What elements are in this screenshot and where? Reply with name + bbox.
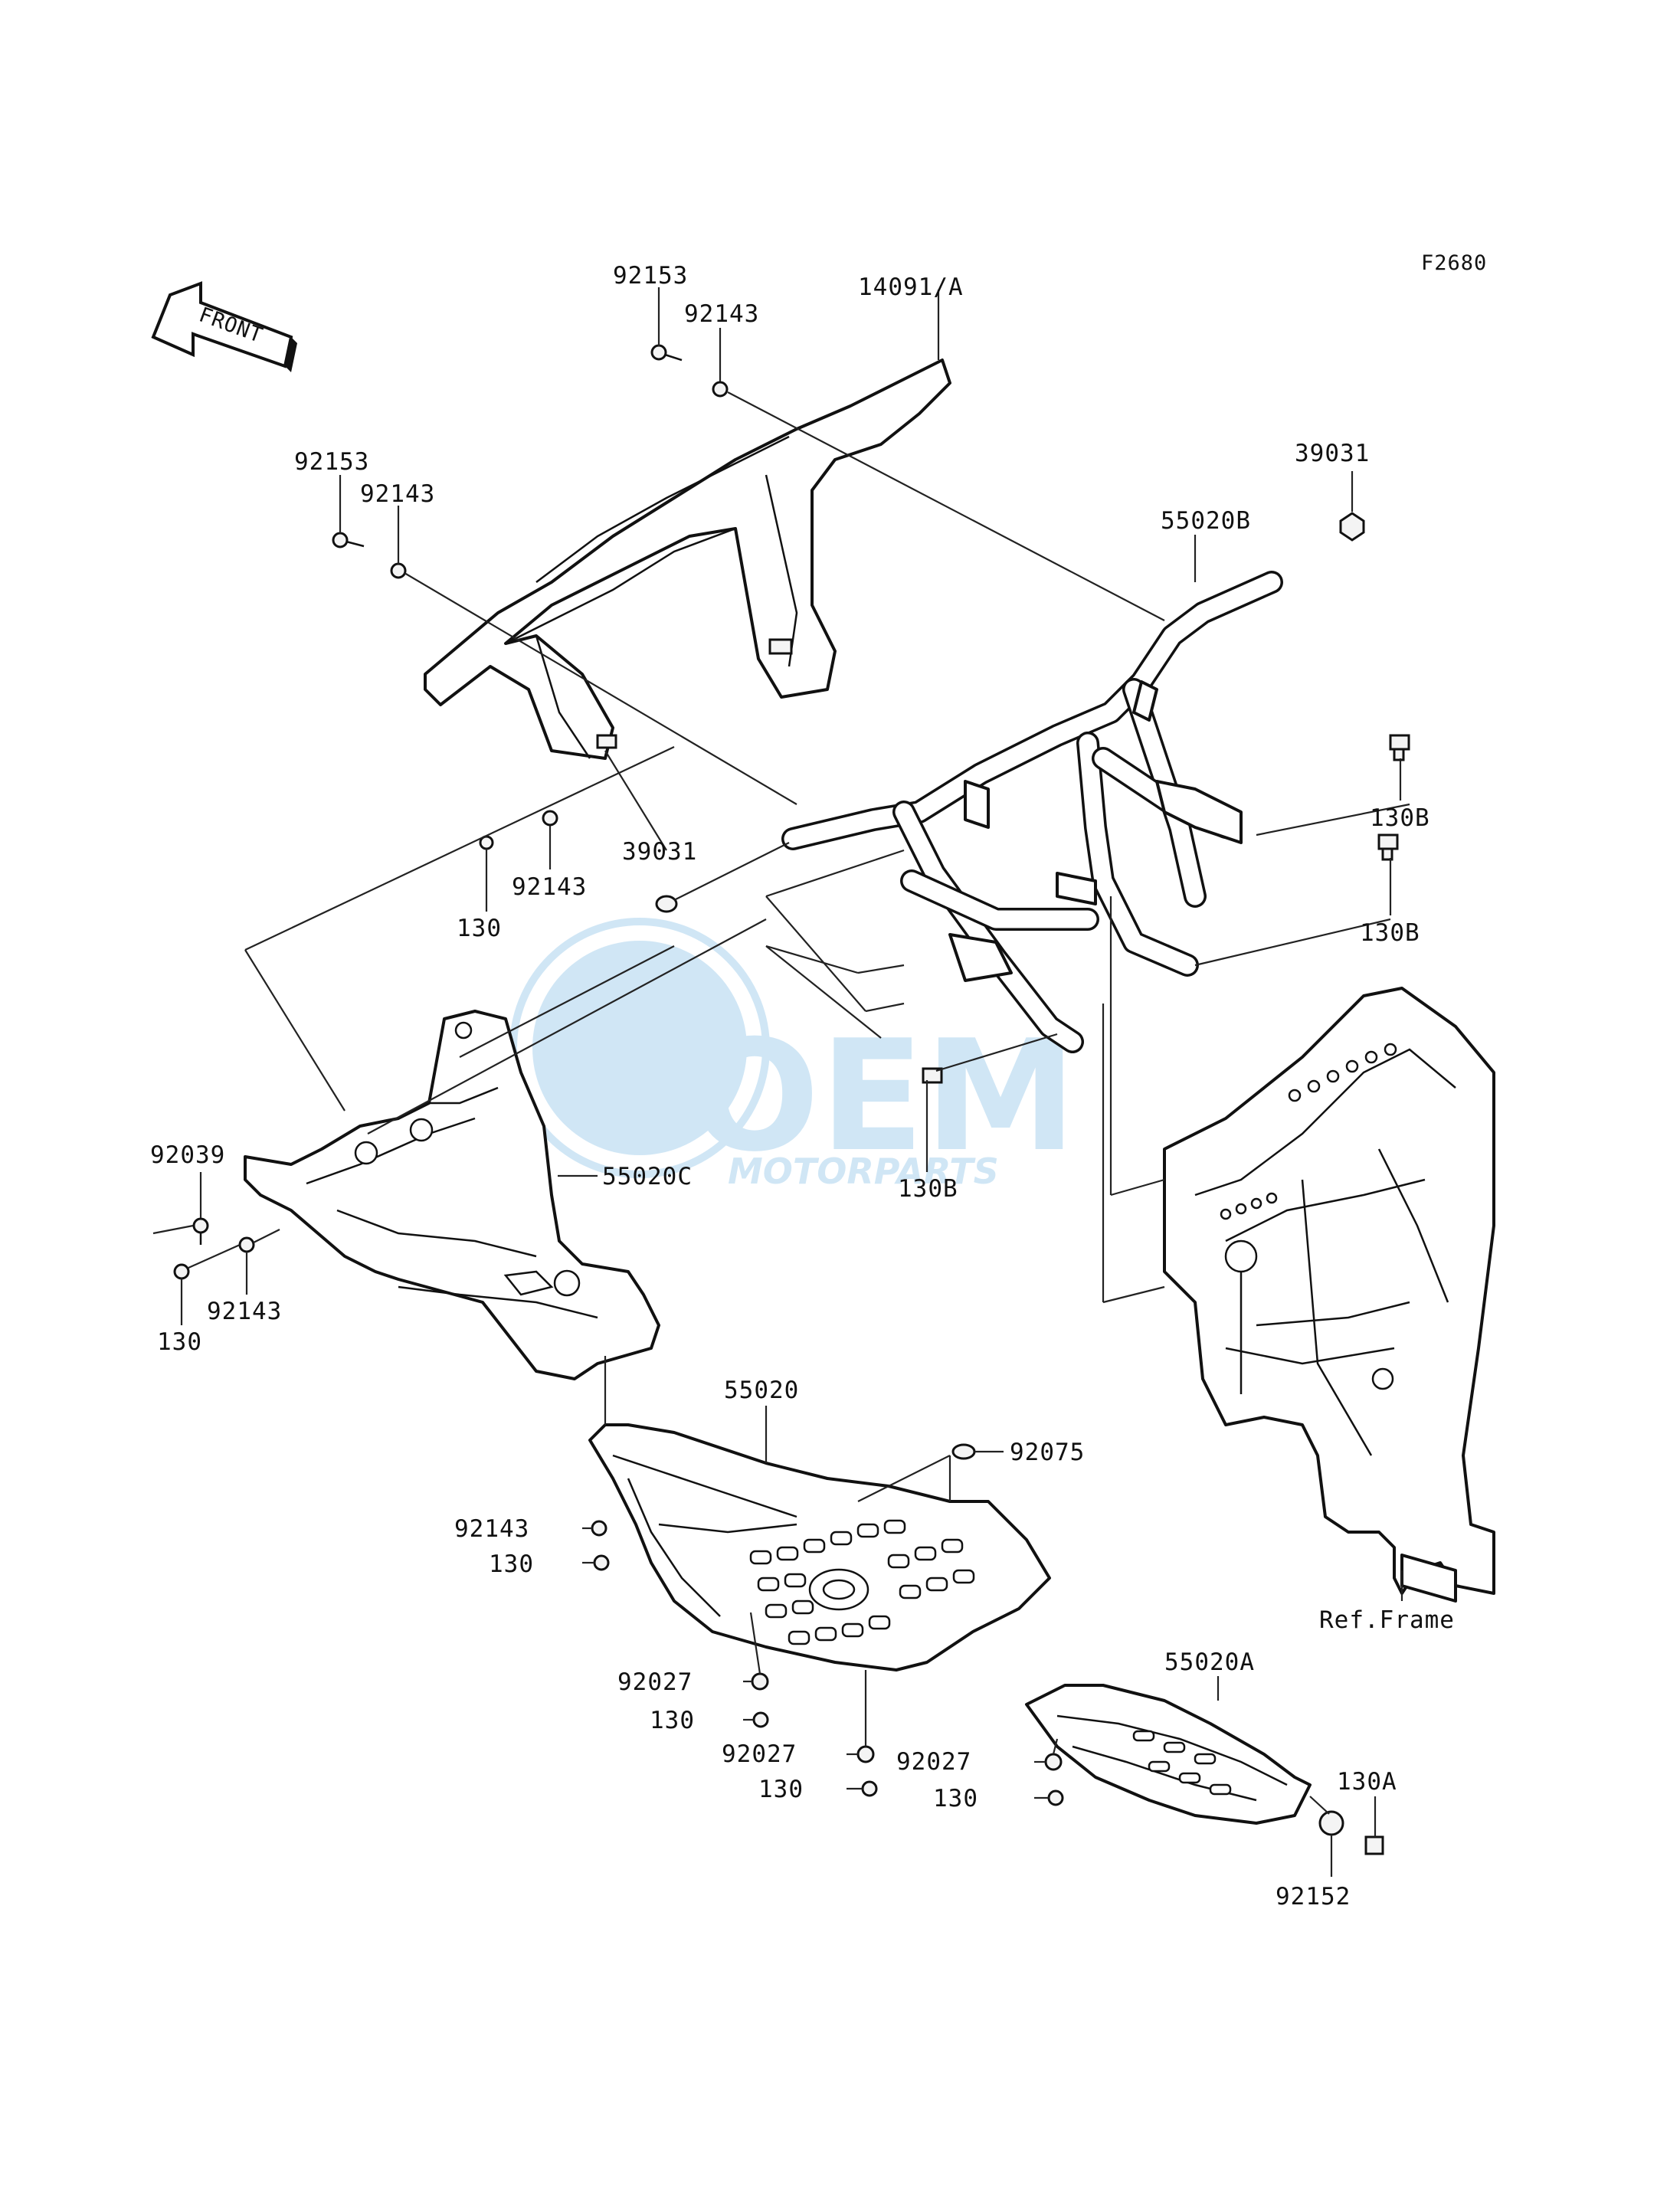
callout-92143-d: 92143: [207, 1298, 282, 1325]
cap-39031-b-icon: [655, 895, 678, 913]
callout-92152: 92152: [1276, 1883, 1351, 1911]
nut-39031-a-icon: [1339, 512, 1365, 542]
washer-92143-b-icon: [390, 562, 407, 579]
callout-92027-a: 92027: [617, 1668, 693, 1696]
callout-130-b: 130: [157, 1328, 202, 1356]
washer-92143-d-icon: [238, 1236, 255, 1253]
callout-ref-frame: Ref.Frame: [1319, 1606, 1455, 1634]
callout-130-a: 130: [457, 915, 502, 942]
plug-92075-icon: [951, 1443, 976, 1460]
callout-130B-b: 130B: [1360, 919, 1420, 947]
callout-92143-c: 92143: [512, 873, 587, 901]
bolt-130B-b-icon: [1377, 833, 1399, 861]
watermark-sub: MOTORPARTS: [728, 1151, 999, 1192]
part-side-guard-55020C: [244, 1010, 660, 1380]
callout-55020: 55020: [724, 1377, 799, 1404]
bolt-130-e-icon: [861, 1780, 878, 1797]
figure-code: F2680: [1421, 251, 1487, 275]
callout-130-f: 130: [933, 1785, 978, 1812]
washer-92152-icon: [1318, 1810, 1344, 1836]
part-front-guard: [424, 359, 951, 760]
part-rear-guard-55020A: [1025, 1684, 1312, 1825]
callout-130-c: 130: [489, 1550, 534, 1578]
callout-130B-a: 130B: [1370, 804, 1430, 832]
callout-55020C: 55020C: [602, 1163, 693, 1190]
washer-92143-c-icon: [542, 810, 558, 827]
callout-92075: 92075: [1010, 1439, 1085, 1466]
bolt-130-b-icon: [173, 1263, 190, 1280]
callout-92027-c: 92027: [896, 1748, 971, 1776]
callout-130-e: 130: [758, 1776, 804, 1803]
part-skid-plate-55020: [588, 1423, 1051, 1671]
screw-92039-icon: [192, 1217, 209, 1245]
callout-92027-b: 92027: [722, 1740, 797, 1768]
skid-plate-holes: [749, 1519, 975, 1645]
bolt-130B-c-icon: [922, 1067, 943, 1084]
callout-39031-b: 39031: [622, 838, 697, 866]
washer-92143-a-icon: [712, 381, 729, 398]
bolt-130-d-icon: [752, 1711, 769, 1728]
callout-130-d: 130: [650, 1707, 695, 1734]
bolt-92153-b-icon: [332, 532, 365, 548]
callout-92143-e: 92143: [454, 1515, 529, 1543]
bolt-130B-a-icon: [1389, 734, 1410, 761]
callout-92153-a: 92153: [613, 262, 688, 290]
part-upper-frame-tube: [781, 571, 1283, 1053]
watermark: OEM MOTORPARTS: [509, 918, 1077, 1192]
callout-130B-c: 130B: [898, 1175, 958, 1203]
callout-130A: 130A: [1337, 1768, 1397, 1796]
bolt-92153-a-icon: [650, 344, 683, 362]
bolt-130A-icon: [1364, 1835, 1384, 1855]
washer-92027-a-icon: [751, 1672, 769, 1691]
callout-92143-b: 92143: [360, 480, 435, 508]
bolt-130-c-icon: [593, 1554, 610, 1571]
callout-14091A: 14091/A: [858, 273, 964, 301]
callout-labels: 92153 92143 14091/A 92153 92143 39031 55…: [150, 262, 1455, 1911]
bolt-130-f-icon: [1047, 1789, 1064, 1806]
callout-55020B: 55020B: [1161, 507, 1251, 535]
washer-92027-c-icon: [1044, 1753, 1063, 1771]
callout-92143-a: 92143: [684, 300, 759, 328]
leader-lines: [152, 287, 1410, 1877]
watermark-main: OEM: [689, 1007, 1077, 1186]
callout-39031-a: 39031: [1295, 440, 1370, 467]
washer-92143-e-icon: [591, 1520, 607, 1537]
part-reference-frame: [1163, 987, 1495, 1603]
callout-92153-b: 92153: [294, 448, 369, 476]
washer-92027-b-icon: [856, 1745, 875, 1763]
front-arrow-icon: FRONT: [151, 281, 297, 372]
callout-92039: 92039: [150, 1141, 225, 1169]
callout-55020A: 55020A: [1164, 1649, 1255, 1676]
